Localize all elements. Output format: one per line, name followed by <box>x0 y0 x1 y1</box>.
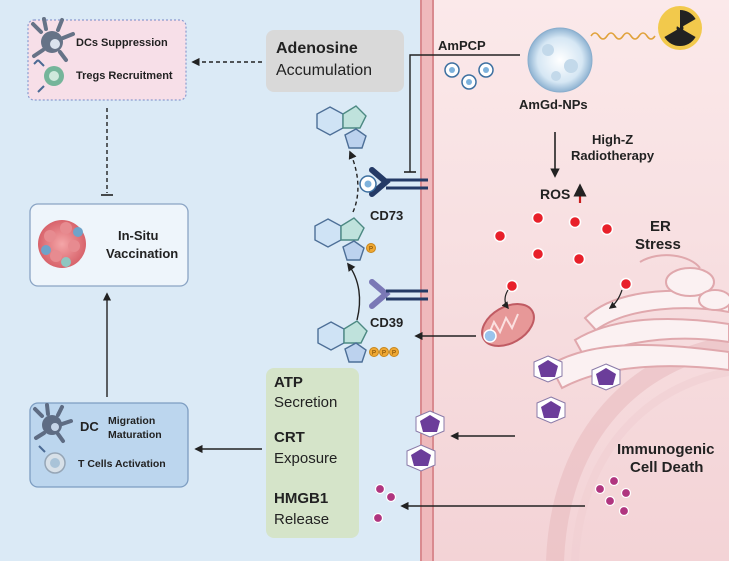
crt-title: CRT <box>274 429 305 446</box>
cd39-label: CD39 <box>370 315 404 330</box>
adenosine-title: Adenosine <box>276 40 358 57</box>
vaccination-line1: In-Situ <box>118 228 159 243</box>
ampcp-label: AmPCP <box>438 38 486 53</box>
phosphate-label: P <box>392 351 396 357</box>
mito-ros-dot <box>483 329 497 343</box>
crt-pentagon-icon <box>536 396 566 424</box>
er-organelle <box>548 254 729 390</box>
crt-pentagons <box>406 355 621 472</box>
tumor-cluster-icon <box>38 220 86 268</box>
phosphate-label: P <box>382 351 386 357</box>
cd73-receptor-icon <box>359 167 428 197</box>
atp-subtitle: Secretion <box>274 394 338 411</box>
damp-box <box>266 368 359 538</box>
ros-dot <box>572 252 586 266</box>
ros-label: ROS <box>540 186 571 202</box>
icd-line1: Immunogenic <box>617 441 715 458</box>
cd73-label: CD73 <box>370 208 404 223</box>
ros-dot <box>619 277 633 291</box>
dcs-suppression-label: DCs Suppression <box>76 37 168 49</box>
ros-dot <box>531 211 545 225</box>
dendritic-cell-icon <box>31 17 75 62</box>
hmgb1-subtitle: Release <box>274 511 330 528</box>
phosphate-icon <box>379 347 389 357</box>
amgd-nanoparticle-icon <box>527 27 593 93</box>
crt-pentagon-icon <box>415 410 445 438</box>
dendritic-cell-icon-activation <box>33 403 73 443</box>
crt-subtitle: Exposure <box>274 450 338 467</box>
atp-title: ATP <box>274 374 303 391</box>
dc-label: DC <box>80 419 99 434</box>
crt-pentagon-icon <box>533 355 563 383</box>
suppression-box <box>27 19 187 101</box>
hmgb1-dots <box>372 475 632 524</box>
adenosine-subtitle: Accumulation <box>276 62 373 79</box>
phosphate-label: P <box>372 351 376 357</box>
atp-molecule-icon: P P P <box>317 320 399 363</box>
radiotherapy-line2: Radiotherapy <box>571 148 655 163</box>
migration-label: Migration <box>108 415 156 427</box>
adenosine-box <box>266 30 404 92</box>
phosphate-icon <box>366 243 376 253</box>
er-stress-line2: Stress <box>635 236 681 253</box>
phosphate-icon <box>389 347 399 357</box>
arrow-ros-to-er <box>608 289 623 309</box>
radiation-icon <box>658 6 702 50</box>
inhibit-ampcp-to-cd73 <box>404 54 520 173</box>
vaccination-line2: Vaccination <box>106 246 179 261</box>
inhibit-suppression-to-vaccination <box>101 108 113 196</box>
amgd-nps-label: AmGd-NPs <box>519 97 588 112</box>
er-stress-line1: ER <box>650 218 671 235</box>
ros-dot <box>600 222 614 236</box>
treg-cell-icon <box>33 59 64 93</box>
ros-dot <box>493 229 507 243</box>
hmgb1-title: HMGB1 <box>274 490 329 507</box>
tregs-recruitment-label: Tregs Recruitment <box>76 70 173 82</box>
t-cell-icon <box>38 445 66 474</box>
adenosine-molecule-icon <box>316 105 367 149</box>
radiotherapy-line1: High-Z <box>592 132 634 147</box>
ampcp-molecules <box>444 62 494 90</box>
t-cells-activation-label: T Cells Activation <box>78 458 166 470</box>
cd39-receptor-icon <box>369 279 428 309</box>
maturation-label: Maturation <box>108 429 162 441</box>
ros-dot <box>568 215 582 229</box>
ros-dot <box>505 279 519 293</box>
ros-dot <box>531 247 545 261</box>
amp-molecule-icon: P <box>314 217 376 261</box>
cell-membrane <box>420 0 434 561</box>
dc-activation-box <box>29 402 189 488</box>
arrow-ros-to-mito <box>501 289 509 310</box>
icd-line2: Cell Death <box>630 459 704 476</box>
phosphate-label: P <box>369 247 373 253</box>
phosphate-icon <box>369 347 379 357</box>
xray-wave <box>590 32 656 40</box>
crt-pentagon-icon <box>406 444 436 472</box>
ros-dots <box>493 211 633 293</box>
arrow-amp-to-adenosine <box>348 150 359 213</box>
arrow-atp-to-amp <box>346 262 361 321</box>
crt-pentagon-icon <box>591 363 621 391</box>
